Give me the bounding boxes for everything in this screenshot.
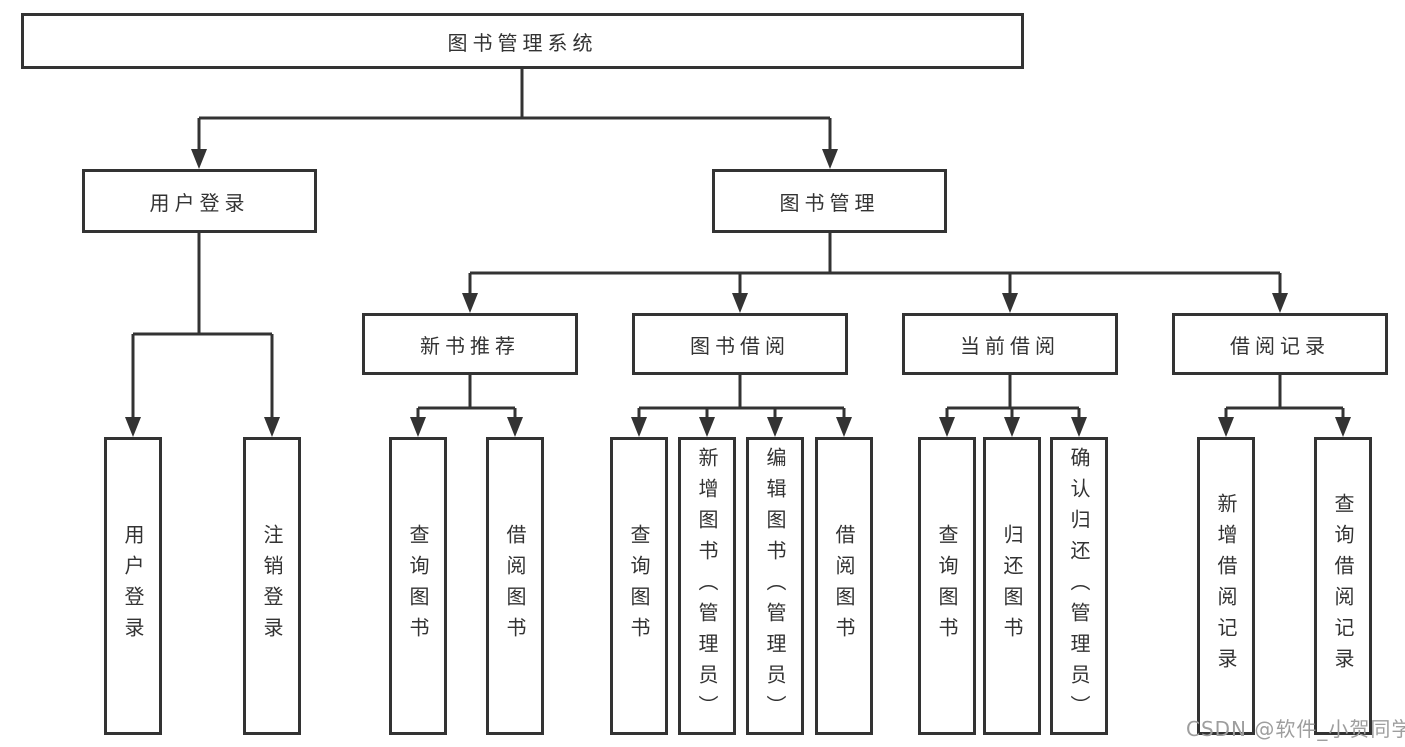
leaf-confirm-return-admin: 确认归还（管理员） — [1050, 437, 1108, 735]
leaf-edit-books-admin: 编辑图书（管理员） — [746, 437, 804, 735]
leaf-add-books-admin: 新增图书（管理员） — [678, 437, 736, 735]
leaf-search-books-borrowing: 查询图书 — [610, 437, 668, 735]
node-label: 图书管理 — [779, 190, 880, 215]
node-label: 注销登录 — [260, 524, 284, 648]
node-library-management-system: 图书管理系统 — [21, 13, 1024, 69]
leaf-borrow-books-recommend: 借阅图书 — [486, 437, 544, 735]
connector-book-management-children — [468, 233, 1282, 294]
node-book-management: 图书管理 — [712, 169, 947, 233]
arrowheads — [125, 149, 1351, 437]
node-user-login: 用户登录 — [82, 169, 317, 233]
leaf-search-books-recommend: 查询图书 — [389, 437, 447, 735]
leaf-borrow-books: 借阅图书 — [815, 437, 873, 735]
node-book-borrowing: 图书借阅 — [632, 313, 848, 375]
node-label: 当前借阅 — [960, 333, 1060, 358]
node-label: 查询图书 — [627, 524, 651, 648]
connector-user-login-children — [131, 233, 274, 418]
leaf-user-login: 用户登录 — [104, 437, 162, 735]
node-new-book-recommendation: 新书推荐 — [362, 313, 578, 375]
node-label: 查询借阅记录 — [1331, 493, 1355, 679]
leaf-search-borrow-record: 查询借阅记录 — [1314, 437, 1372, 735]
node-current-borrowing: 当前借阅 — [902, 313, 1118, 375]
node-label: 借阅图书 — [832, 524, 856, 648]
node-label: 新增图书（管理员） — [695, 446, 719, 726]
connector-root-to-level2 — [197, 69, 832, 150]
leaf-add-borrow-record: 新增借阅记录 — [1197, 437, 1255, 735]
node-label: 新书推荐 — [420, 333, 520, 358]
node-borrowing-records: 借阅记录 — [1172, 313, 1388, 375]
connector-current-borrowing-children — [945, 375, 1081, 418]
leaf-search-books-current: 查询图书 — [918, 437, 976, 735]
node-label: 编辑图书（管理员） — [763, 446, 787, 726]
node-label: 查询图书 — [935, 524, 959, 648]
node-label: 图书借阅 — [690, 333, 790, 358]
leaf-logout: 注销登录 — [243, 437, 301, 735]
node-label: 图书管理系统 — [447, 30, 598, 55]
node-label: 用户登录 — [149, 190, 250, 215]
node-label: 借阅记录 — [1230, 333, 1330, 358]
node-label: 新增借阅记录 — [1214, 493, 1238, 679]
connector-borrowing-records-children — [1224, 375, 1345, 418]
node-label: 查询图书 — [406, 524, 430, 648]
connector-book-borrowing-children — [637, 375, 846, 418]
watermark: CSDN @软件_小贺同学 — [1186, 717, 1405, 741]
node-label: 归还图书 — [1000, 524, 1024, 648]
node-label: 用户登录 — [121, 524, 145, 648]
node-label: 借阅图书 — [503, 524, 527, 648]
node-label: 确认归还（管理员） — [1067, 446, 1091, 726]
leaf-return-books: 归还图书 — [983, 437, 1041, 735]
connector-new-book-children — [416, 375, 517, 418]
